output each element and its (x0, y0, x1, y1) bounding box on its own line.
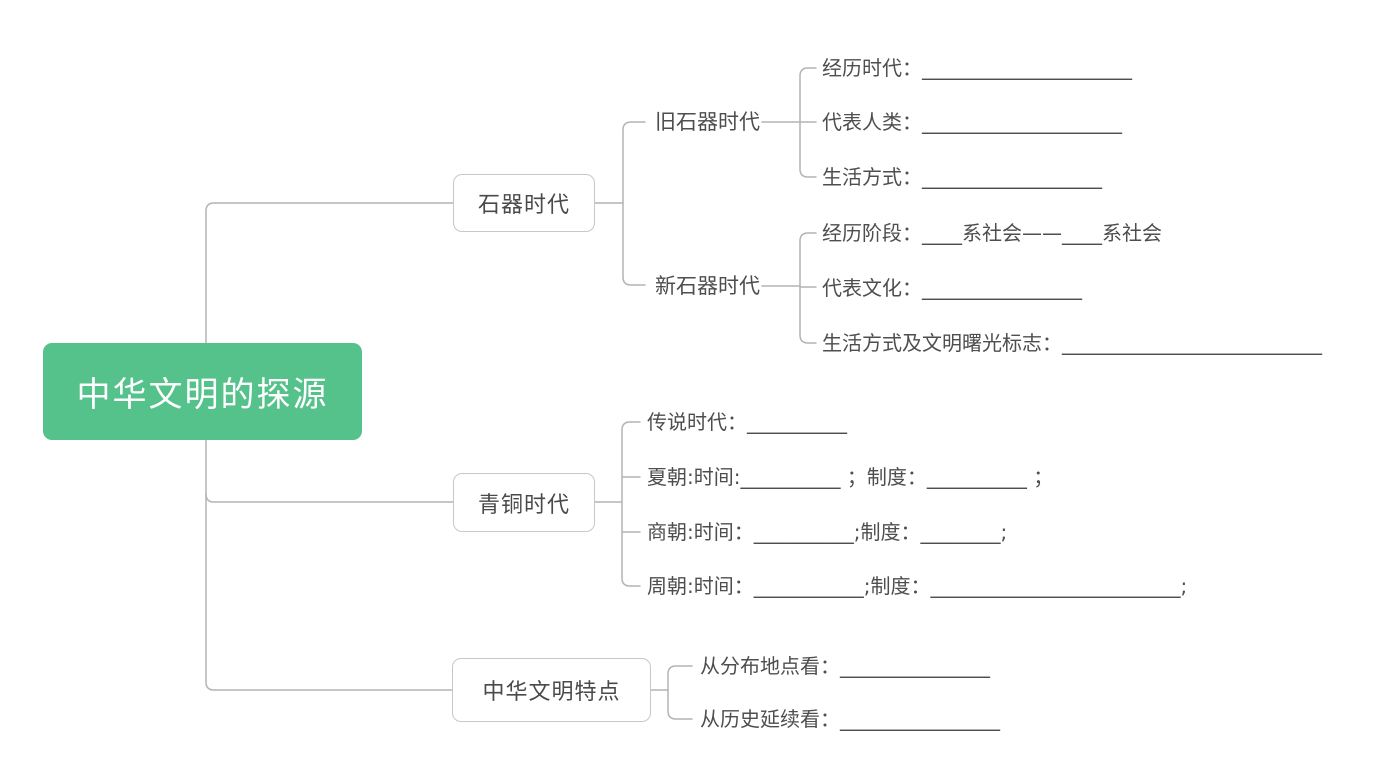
leaf-paleolithic-lifestyle[interactable]: 生活方式：__________________ (822, 165, 1102, 189)
subbranch-neolithic[interactable]: 新石器时代 (655, 274, 760, 298)
leaf-xia-dynasty[interactable]: 夏朝:时间:__________ ；制度：__________ ； (647, 465, 1054, 489)
leaf-distribution-view[interactable]: 从分布地点看：_______________ (700, 654, 990, 678)
root-node[interactable]: 中华文明的探源 (43, 343, 362, 440)
branch-civilization-features[interactable]: 中华文明特点 (452, 658, 651, 722)
leaf-neolithic-culture[interactable]: 代表文化：________________ (822, 276, 1082, 300)
leaf-paleolithic-humans[interactable]: 代表人类：____________________ (822, 110, 1122, 134)
connector-root-bronze (205, 493, 454, 503)
subbranch-paleolithic[interactable]: 旧石器时代 (655, 110, 760, 134)
leaf-shang-dynasty[interactable]: 商朝:时间：__________;制度：________; (647, 520, 1008, 544)
leaf-historical-continuity-view[interactable]: 从历史延续看：________________ (700, 707, 1000, 731)
branch-stone-age[interactable]: 石器时代 (453, 174, 595, 232)
connector-group (205, 67, 817, 720)
connector-root-trunk (205, 202, 454, 691)
connector-bronze-children (621, 421, 641, 587)
connector-neolithic-children (799, 232, 817, 344)
leaf-legendary-era[interactable]: 传说时代：__________ (647, 410, 847, 434)
leaf-zhou-dynasty[interactable]: 周朝:时间：___________;制度：___________________… (647, 574, 1188, 598)
leaf-neolithic-lifestyle-civilization-signs[interactable]: 生活方式及文明曙光标志：__________________________ (822, 331, 1322, 355)
branch-bronze-age[interactable]: 青铜时代 (453, 473, 595, 532)
leaf-neolithic-stages[interactable]: 经历阶段：____系社会——____系社会 (822, 221, 1162, 245)
connector-features-children (667, 665, 693, 720)
leaf-paleolithic-era[interactable]: 经历时代：_____________________ (822, 56, 1132, 80)
connector-stoneage-children (622, 121, 646, 286)
